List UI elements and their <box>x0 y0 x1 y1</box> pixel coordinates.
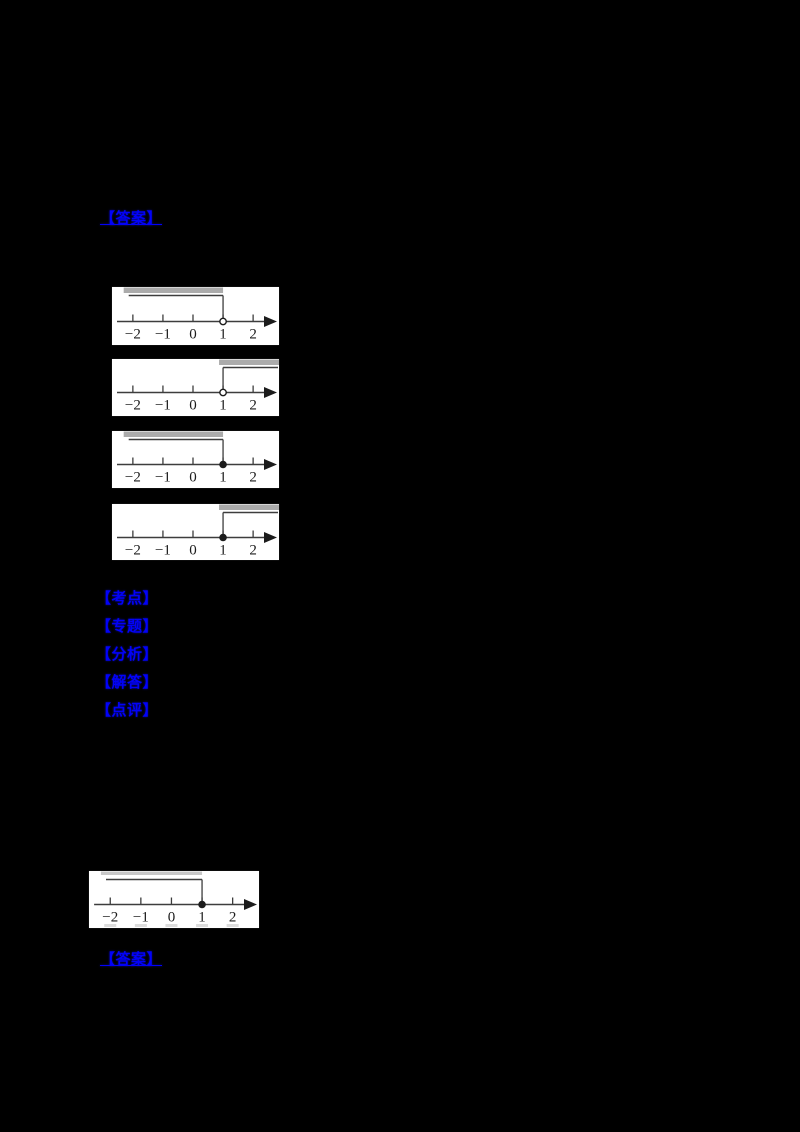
axis-arrowhead <box>264 532 277 543</box>
section-link-jieda[interactable]: 【解答】 <box>96 673 159 691</box>
axis-arrowhead <box>244 899 257 910</box>
tick-label: 0 <box>189 470 197 486</box>
section-link-fenxi[interactable]: 【分析】 <box>96 645 159 663</box>
scan-band <box>219 504 279 510</box>
scan-smudge <box>196 924 209 927</box>
axis-arrowhead <box>264 387 277 398</box>
open-circle-endpoint <box>219 388 227 397</box>
number-line-answer: −2 −1 0 1 2 <box>94 871 257 927</box>
scan-band <box>100 871 203 875</box>
axis-arrowhead <box>264 316 277 327</box>
tick-label: 2 <box>249 543 256 559</box>
scan-band <box>123 287 224 293</box>
tick-label: 2 <box>249 398 256 414</box>
section-link-kaodian[interactable]: 【考点】 <box>96 589 159 607</box>
tick-label: 1 <box>219 470 227 486</box>
tick-label: 0 <box>168 910 176 926</box>
tick-label: −1 <box>155 470 171 486</box>
number-line-option-c: −2 −1 0 1 2 <box>117 431 277 486</box>
open-circle-endpoint <box>219 317 227 326</box>
tick-label: −2 <box>102 910 118 926</box>
scan-smudge <box>134 924 147 927</box>
scan-smudge <box>165 924 178 927</box>
option-figure-a: −2 −1 0 1 2 <box>112 287 279 345</box>
axis-arrowhead <box>264 459 277 470</box>
closed-dot-endpoint <box>219 533 227 542</box>
tick-label: −2 <box>125 327 141 343</box>
number-line-option-a: −2 −1 0 1 2 <box>117 287 277 343</box>
scan-smudge <box>104 924 117 927</box>
answer-link-top[interactable]: 【答案】 <box>100 209 163 227</box>
tick-label: −2 <box>125 543 141 559</box>
scan-band <box>219 359 279 365</box>
section-link-zhuanti[interactable]: 【专题】 <box>96 617 159 635</box>
option-figure-c: −2 −1 0 1 2 <box>112 431 279 488</box>
tick-label: 1 <box>198 910 206 926</box>
tick-label: 0 <box>189 398 197 414</box>
tick-label: −2 <box>125 470 141 486</box>
closed-dot-endpoint <box>198 900 206 909</box>
tick-label: 0 <box>189 543 197 559</box>
tick-label: 1 <box>219 398 227 414</box>
tick-label: 1 <box>219 543 227 559</box>
option-figure-d: −2 −1 0 1 2 <box>112 504 279 560</box>
option-figure-b: −2 −1 0 1 2 <box>112 359 279 416</box>
answer-link-bottom[interactable]: 【答案】 <box>100 950 163 968</box>
tick-label: 1 <box>219 327 227 343</box>
scan-smudge <box>226 924 239 927</box>
answer-figure: −2 −1 0 1 2 <box>89 871 259 928</box>
tick-label: −1 <box>133 910 149 926</box>
closed-dot-endpoint <box>219 460 227 469</box>
section-link-dianping[interactable]: 【点评】 <box>96 701 159 719</box>
tick-label: 0 <box>189 327 197 343</box>
tick-label: 2 <box>249 327 256 343</box>
tick-label: 2 <box>229 910 237 926</box>
tick-label: −1 <box>155 398 171 414</box>
number-line-option-d: −2 −1 0 1 2 <box>117 504 279 559</box>
scan-band <box>123 431 224 437</box>
tick-label: 2 <box>249 470 256 486</box>
tick-label: −2 <box>125 398 141 414</box>
tick-label: −1 <box>155 543 171 559</box>
tick-label: −1 <box>155 327 171 343</box>
number-line-option-b: −2 −1 0 1 2 <box>117 359 279 414</box>
